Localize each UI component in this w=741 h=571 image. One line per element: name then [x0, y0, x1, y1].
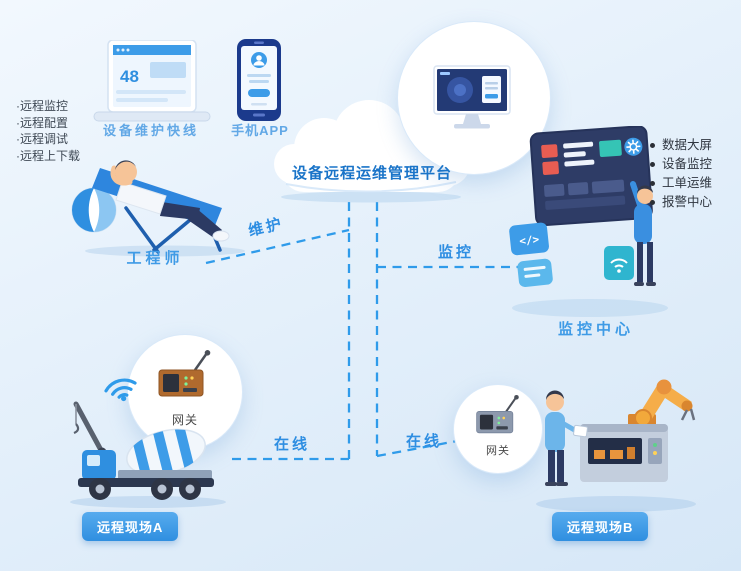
- site-a-badge: 远程现场A: [82, 512, 179, 541]
- link-label-monitor: 监控: [438, 244, 475, 261]
- operator-person: [630, 181, 656, 286]
- link-label-online-left: 在线: [274, 436, 311, 453]
- robot-arm: [628, 379, 696, 427]
- code-panel: </>: [509, 222, 549, 256]
- feature-item: 数据大屏: [650, 136, 712, 155]
- feature-item: 设备监控: [650, 155, 712, 174]
- engineer-label: 工程师: [126, 250, 184, 267]
- platform-title: 设备远程运维管理平台: [291, 165, 452, 182]
- site-b-gateway-circle: 网关: [453, 384, 543, 474]
- bullet-dot: [650, 162, 655, 167]
- wifi-icon: [96, 363, 143, 406]
- gear-icon: [624, 137, 643, 156]
- feature-item: 工单运维: [650, 174, 712, 193]
- monitor-circle: [397, 21, 551, 175]
- bullet-dot: [650, 200, 655, 205]
- line-maintenance: [205, 228, 350, 265]
- machine: [580, 424, 668, 482]
- bullet-dot: [650, 143, 655, 148]
- laptop-label: 设备维护快线: [102, 123, 199, 138]
- gateway-icon: [158, 350, 211, 397]
- worker-person: [545, 390, 588, 486]
- remote-feature-list: ·远程监控 ·远程配置 ·远程调试 ·远程上下载: [16, 98, 80, 164]
- wheels: [89, 478, 201, 500]
- gateway-icon: [476, 395, 519, 434]
- beach-ball: [71, 187, 117, 233]
- bullet-dot: [650, 181, 655, 186]
- feature-text: 数据大屏: [662, 138, 713, 152]
- laptop-screen-number: 48: [120, 67, 139, 86]
- monitoring-feature-list: 数据大屏 设备监控 工单运维 报警中心: [650, 136, 712, 212]
- truck-illustration: [66, 390, 231, 510]
- feature-item: ·远程调试: [16, 132, 68, 146]
- gateway-label: 网关: [171, 413, 198, 427]
- monitoring-center-label: 监控中心: [557, 321, 634, 338]
- phone-illustration: [236, 38, 282, 122]
- phone-label: 手机APP: [231, 123, 289, 138]
- feature-item: 报警中心: [650, 193, 712, 212]
- crane-arm: [73, 401, 107, 457]
- wifi-panel: [604, 246, 634, 280]
- feature-item: ·远程上下载: [16, 148, 80, 163]
- laptop-illustration: 48: [92, 40, 212, 126]
- gateway-label: 网关: [486, 445, 510, 457]
- robot-site-illustration: [528, 374, 700, 514]
- engineer-illustration: [70, 146, 260, 258]
- line-online-right: [376, 439, 458, 458]
- link-label-online-right: 在线: [406, 433, 443, 450]
- feature-text: 设备监控: [662, 157, 713, 171]
- site-a-gateway-circle: 网关: [127, 334, 243, 450]
- code-icon: </>: [519, 233, 540, 248]
- site-b-badge: 远程现场B: [552, 512, 649, 541]
- desktop-monitor-illustration: [433, 65, 511, 129]
- feature-text: 报警中心: [662, 195, 713, 209]
- monitoring-center-illustration: </>: [508, 126, 673, 321]
- cloud-illustration: [264, 96, 478, 204]
- feature-text: 工单运维: [662, 176, 713, 190]
- feature-item: ·远程监控: [16, 99, 68, 113]
- feature-item: ·远程配置: [16, 115, 68, 130]
